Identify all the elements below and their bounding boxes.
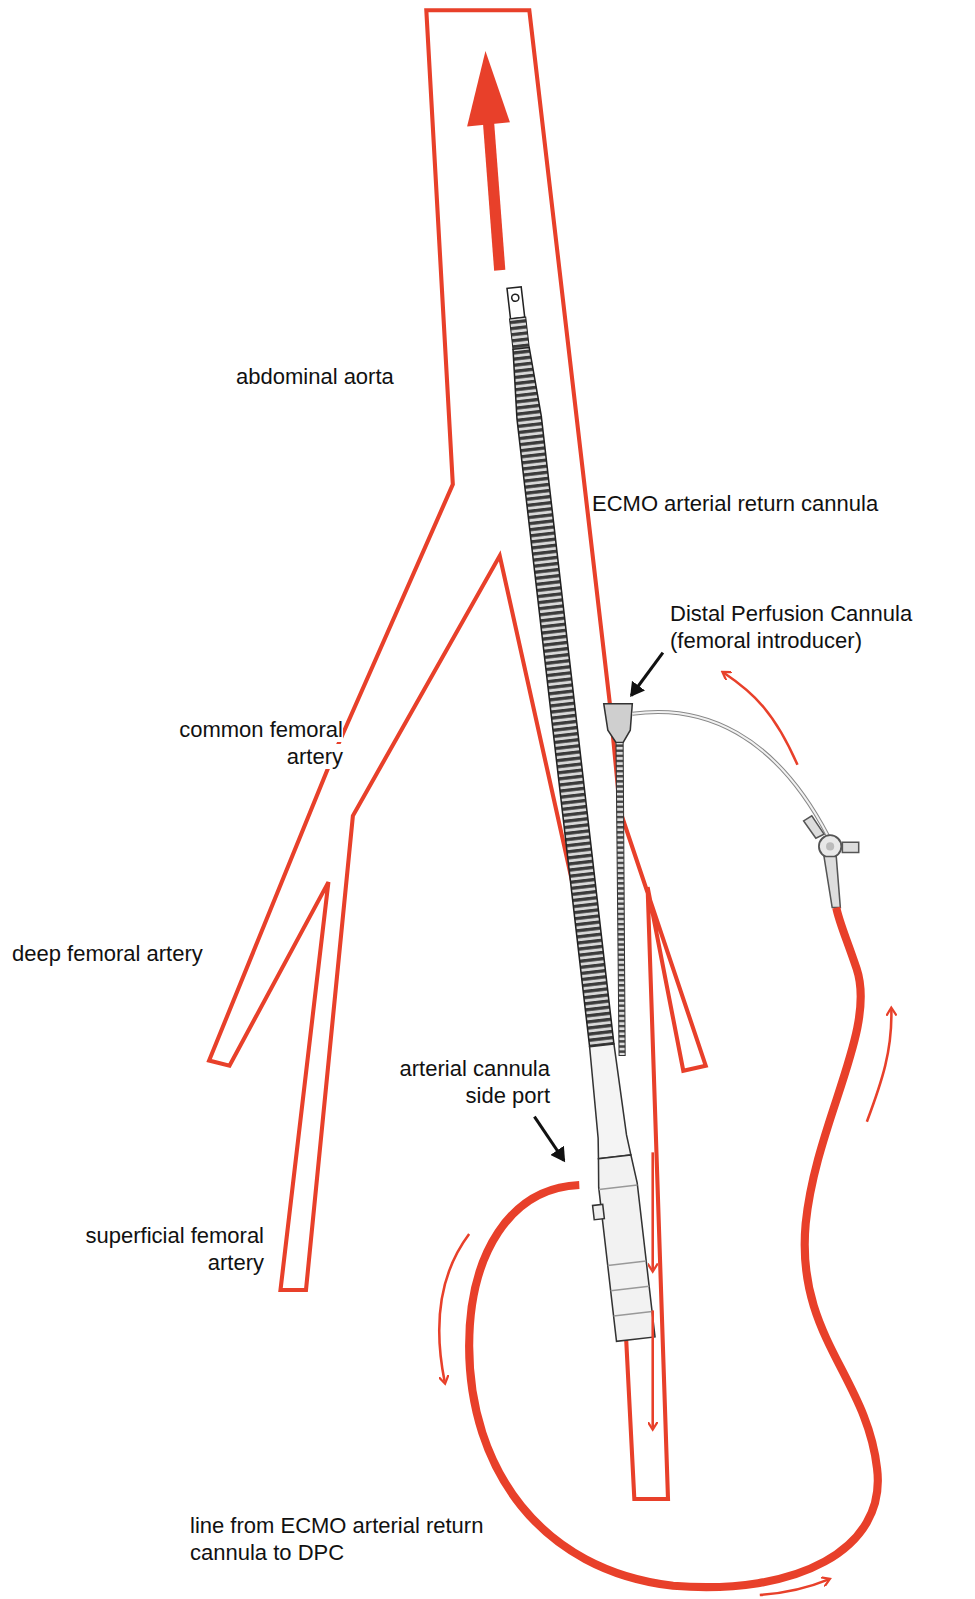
label-text: Distal Perfusion Cannula (femoral introd… bbox=[670, 601, 912, 653]
label-text: arterial cannula side port bbox=[400, 1056, 550, 1108]
label-text: common femoral artery bbox=[179, 717, 343, 769]
label-text: abdominal aorta bbox=[236, 364, 394, 389]
aorta-label: abdominal aorta bbox=[236, 363, 466, 390]
perfusion-line bbox=[469, 908, 878, 1588]
vessel-label: deep femoral artery bbox=[12, 940, 272, 967]
leader-arrows bbox=[534, 653, 662, 1161]
cannula-label: ECMO arterial return cannula bbox=[592, 490, 932, 517]
vessel-label: common femoral artery bbox=[160, 716, 343, 770]
dpc-label: Distal Perfusion Cannula (femoral introd… bbox=[670, 600, 966, 654]
aortic-flow-arrow bbox=[467, 51, 510, 270]
vessel-label: superficial femoral artery bbox=[40, 1222, 264, 1276]
label-text: line from ECMO arterial return cannula t… bbox=[190, 1513, 483, 1565]
label-text: deep femoral artery bbox=[12, 941, 203, 966]
distal-perfusion-cannula bbox=[604, 704, 859, 1056]
flow-arrows bbox=[439, 673, 891, 1595]
line-label: line from ECMO arterial return cannula t… bbox=[190, 1512, 540, 1566]
label-text: superficial femoral artery bbox=[85, 1223, 264, 1275]
artery-outline bbox=[209, 10, 706, 1499]
label-text: ECMO arterial return cannula bbox=[592, 491, 878, 516]
port-label: arterial cannula side port bbox=[372, 1055, 550, 1109]
